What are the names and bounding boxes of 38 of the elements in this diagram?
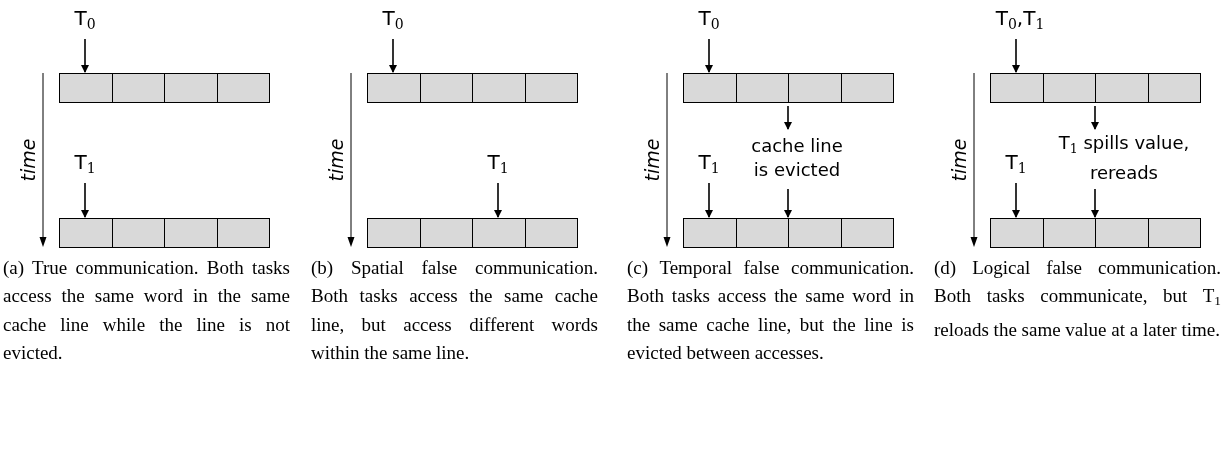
arrow xyxy=(784,188,792,218)
arrow xyxy=(705,182,713,218)
arrow xyxy=(1091,188,1099,218)
caption: (c) Temporal false communication. Both tasks access the same word in the same cache line, but the line is evicted between accesses. xyxy=(627,256,914,365)
cache-line-bar xyxy=(59,73,270,103)
caption: (b) Spatial false communication. Both tasks access the same cache line, but access different words within the same line. xyxy=(311,256,598,365)
task-label: T$_{0}$,T$_{1}$ xyxy=(975,6,1065,36)
arrow xyxy=(705,38,713,73)
annotation-text: cache line is evicted xyxy=(745,130,849,186)
task-label: T$_{1}$ xyxy=(679,150,739,180)
task-label: T$_{1}$ xyxy=(55,150,115,180)
cache-line-bar xyxy=(367,218,578,248)
arrow xyxy=(784,105,792,130)
cache-line-bar xyxy=(990,73,1201,103)
task-label: T$_{0}$ xyxy=(55,6,115,36)
cache-line-bar xyxy=(683,218,894,248)
task-label: T$_{1}$ xyxy=(986,150,1046,180)
axis-label: time xyxy=(17,137,39,184)
arrow xyxy=(1012,38,1020,73)
arrow xyxy=(1012,182,1020,218)
caption: (d) Logical false communication. Both tasks communicate, but T$_{1}$ reloads the same value at a later time. xyxy=(934,256,1221,342)
arrow xyxy=(494,182,502,218)
arrow xyxy=(81,38,89,73)
axis-label: time xyxy=(641,137,663,184)
cache-line-bar xyxy=(683,73,894,103)
annotation-text: T$_{1}$ spills value, rereads xyxy=(1054,130,1194,186)
task-label: T$_{0}$ xyxy=(363,6,423,36)
task-label: T$_{0}$ xyxy=(679,6,739,36)
axis-label: time xyxy=(325,137,347,184)
caption: (a) True communication. Both tasks access the same word in the same cache line while the line is not evicted. xyxy=(3,256,290,365)
arrow xyxy=(1091,105,1099,130)
task-label: T$_{1}$ xyxy=(468,150,528,180)
cache-line-bar xyxy=(990,218,1201,248)
cache-line-bar xyxy=(367,73,578,103)
arrow xyxy=(389,38,397,73)
axis-label: time xyxy=(948,137,970,184)
cache-line-bar xyxy=(59,218,270,248)
arrow xyxy=(81,182,89,218)
